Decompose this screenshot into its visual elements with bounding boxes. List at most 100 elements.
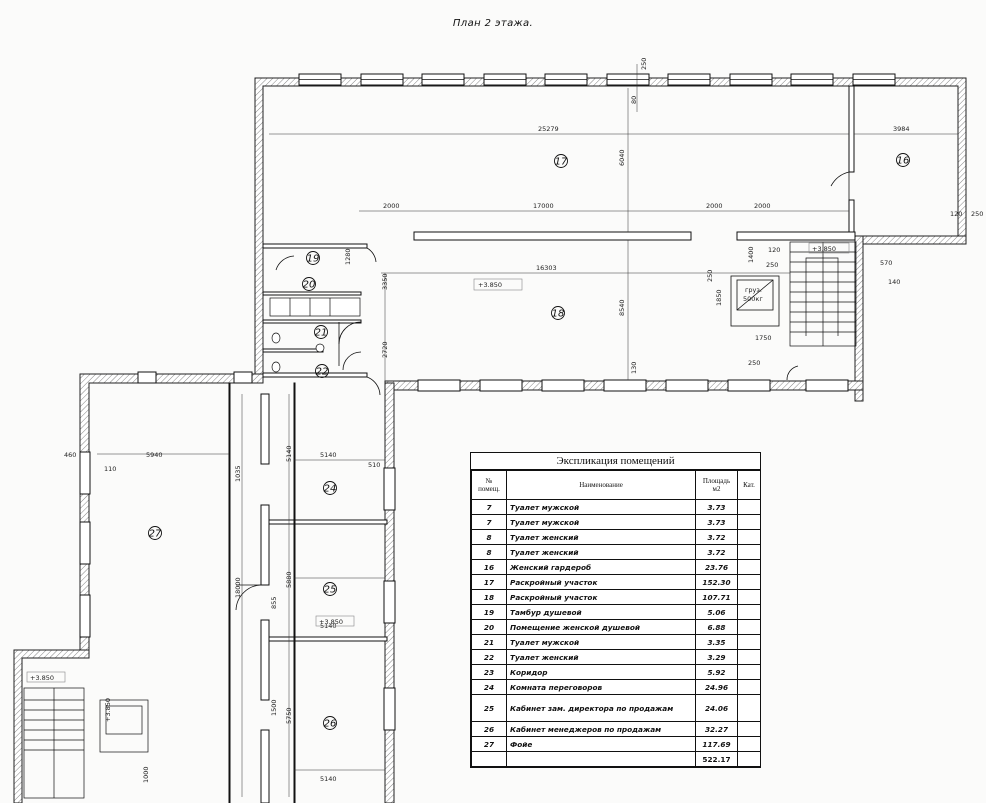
dim-80: 80: [630, 96, 638, 104]
dim-250-top: 250: [640, 58, 648, 70]
total-empty-cell: [737, 751, 761, 767]
dim-2000-a: 2000: [383, 202, 400, 210]
row-area: 117.69: [695, 736, 738, 752]
dim-510: 510: [368, 461, 380, 469]
row-category: [737, 736, 761, 752]
dim-250-a: 250: [766, 261, 778, 269]
level-marks: +3.850 +3.850 +3.850 +3.850 +3.850: [26, 242, 850, 722]
interior-partitions: [228, 85, 856, 803]
dim-130: 130: [630, 362, 638, 374]
dim-120: 120: [768, 246, 780, 254]
row-category: [737, 619, 761, 635]
row-area: 3.73: [695, 514, 738, 530]
dim-250-elev: 250: [706, 270, 714, 282]
row-area: 6.88: [695, 619, 738, 635]
row-number: 8: [471, 529, 507, 545]
dim-855: 855: [270, 597, 278, 609]
header-category: Кат.: [737, 470, 761, 500]
row-category: [737, 679, 761, 695]
dim-8540: 8540: [618, 299, 626, 316]
room-24-number: 24: [324, 484, 337, 495]
row-category: [737, 721, 761, 737]
level-mark-2: +3.850: [812, 245, 836, 253]
row-number: 24: [471, 679, 507, 695]
row-number: 18: [471, 589, 507, 605]
row-name: Туалет женский: [506, 529, 696, 545]
level-mark-4: +3.850: [30, 674, 54, 682]
dim-1000: 1000: [142, 766, 150, 783]
row-name: Туалет мужской: [506, 634, 696, 650]
row-category: [737, 694, 761, 722]
row-area: 3.72: [695, 544, 738, 560]
row-name: Тамбур душевой: [506, 604, 696, 620]
room-17-number: 17: [555, 157, 568, 168]
plan-title: План 2 этажа.: [452, 18, 534, 29]
row-name: Женский гардероб: [506, 559, 696, 575]
room-number-labels: 17 16 18 19 20 21 22 24 25 26 27: [149, 156, 910, 730]
dim-18000: 18000: [234, 577, 242, 598]
room-markers: [148, 153, 910, 730]
doors: [235, 171, 850, 611]
room-20-number: 20: [303, 280, 316, 291]
row-name: Туалет женский: [506, 544, 696, 560]
row-area: 5.06: [695, 604, 738, 620]
row-category: [737, 634, 761, 650]
dim-570: 570: [880, 259, 892, 267]
row-area: 23.76: [695, 559, 738, 575]
room-explication-table: Экспликация помещений № помещ. Наименова…: [470, 452, 761, 768]
elevator-label-line1: груз.: [745, 286, 762, 294]
dim-460: 460: [64, 451, 76, 459]
row-category: [737, 559, 761, 575]
dim-1035: 1035: [234, 465, 242, 482]
row-number: 20: [471, 619, 507, 635]
row-category: [737, 649, 761, 665]
dim-top-right: 3984: [893, 125, 910, 133]
row-name: Фойе: [506, 736, 696, 752]
level-mark-3: +3.850: [319, 618, 343, 626]
room-21-number: 21: [315, 328, 328, 339]
staircase-right: [789, 241, 857, 347]
row-number: 22: [471, 649, 507, 665]
row-category: [737, 544, 761, 560]
row-area: 3.72: [695, 529, 738, 545]
dimension-lines: [97, 64, 958, 797]
windows-middle: [137, 371, 849, 392]
row-name: Комната переговоров: [506, 679, 696, 695]
row-number: 16: [471, 559, 507, 575]
row-number: 8: [471, 544, 507, 560]
dim-mid-span: 16303: [536, 264, 557, 272]
staircase-left: [23, 687, 149, 799]
room-19-number: 19: [307, 254, 320, 265]
row-number: 25: [471, 694, 507, 722]
dim-17000: 17000: [533, 202, 554, 210]
row-area: 3.35: [695, 634, 738, 650]
row-name: Раскройный участок: [506, 574, 696, 590]
dim-2720: 2720: [381, 341, 389, 358]
dim-1850: 1850: [715, 289, 723, 306]
dim-120-right: 120: [950, 210, 962, 218]
row-name: Раскройный участок: [506, 589, 696, 605]
room-18-number: 18: [552, 309, 565, 320]
level-mark-1: +3.850: [478, 281, 502, 289]
dim-5880: 5880: [285, 571, 293, 588]
elevator-shaft: [730, 275, 780, 327]
row-number: 21: [471, 634, 507, 650]
elevator-label: груз. 500кг: [743, 286, 763, 303]
table-caption: Экспликация помещений: [471, 453, 760, 470]
dim-1750: 1750: [755, 334, 772, 342]
elevator-label-line2: 500кг: [743, 295, 763, 303]
row-name: Кабинет зам. директора по продажам: [506, 694, 696, 722]
room-26-number: 26: [324, 719, 337, 730]
dim-1400: 1400: [747, 246, 755, 263]
row-number: 27: [471, 736, 507, 752]
